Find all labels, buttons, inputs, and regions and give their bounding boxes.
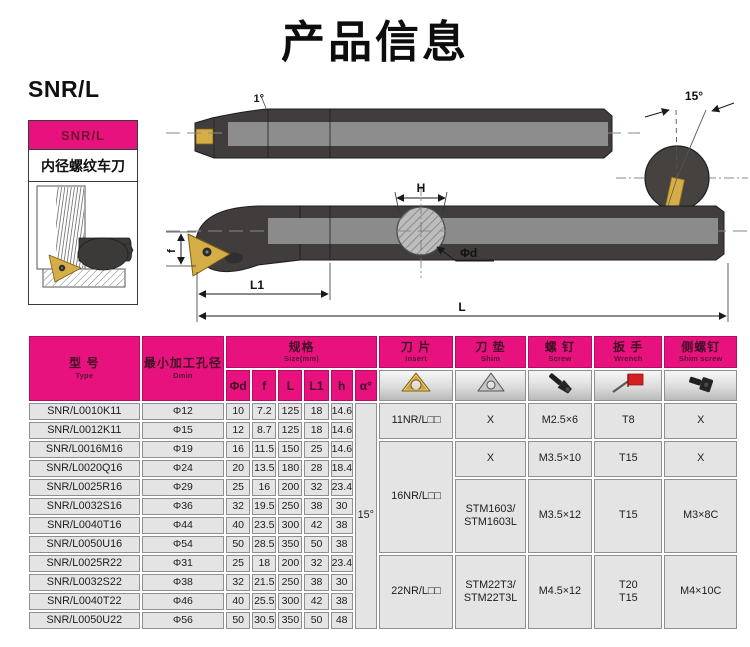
table-row: SNR/L0040T22 Φ46 40 25.5 300 42 38 <box>29 593 737 610</box>
col-header-shimscrew: 侧螺钉 Shim screw <box>664 336 737 368</box>
dmin-cell: Φ12 <box>141 403 225 420</box>
dim-L1-label: L1 <box>250 278 264 292</box>
table-row: SNR/L0020Q16 Φ24 20 13.5 180 28 18.4 <box>29 460 737 477</box>
col-header-size: 规格 Size(mm) <box>226 336 377 368</box>
page-title: 产品信息 <box>281 18 469 67</box>
shim-group-2: X <box>455 441 526 477</box>
model-cell: SNR/L0025R22 <box>29 555 140 572</box>
screw-photo-icon <box>548 373 572 394</box>
model-cell: SNR/L0050U22 <box>29 612 140 629</box>
spec-box: SNR/L 内径螺纹车刀 <box>28 120 138 305</box>
spec-box-model-band: SNR/L <box>29 121 137 150</box>
wrench-group-2: T15 <box>594 441 663 477</box>
insert-group-3: 22NR/L□□ <box>378 555 454 629</box>
table-header-row-2: Φd f L L1 h α° <box>29 370 737 401</box>
insert-group-2: 16NR/L□□ <box>378 441 454 553</box>
angle-15deg-label: 15° <box>685 89 703 103</box>
table-row: SNR/L0016M16 Φ19 16 11.5 150 25 14.6 16N… <box>29 441 737 553</box>
table-row: SNR/L0050U22 Φ56 50 30.5 350 50 48 <box>29 612 737 629</box>
model-cell: SNR/L0032S22 <box>29 574 140 591</box>
spec-box-drawing <box>29 182 137 305</box>
col-header-screw: 螺 钉 Screw <box>527 336 593 368</box>
col-header-h: h <box>330 370 353 401</box>
col-header-dmin: 最小加工孔径 Dmin <box>141 336 225 401</box>
insert-group-1: 11NR/L□□ <box>378 403 454 439</box>
model-cell: SNR/L0050U16 <box>29 536 140 553</box>
model-cell: SNR/L0032S16 <box>29 498 140 515</box>
screw-group-4: M4.5×12 <box>527 555 593 629</box>
bore-cutting-diagram <box>36 185 134 288</box>
col-header-wrench: 扳 手 Wrench <box>594 336 663 368</box>
col-header-alpha: α° <box>354 370 377 401</box>
table-row: SNR/L0040T16 Φ44 40 23.5 300 42 38 <box>29 517 737 534</box>
wrench-group-1: T8 <box>594 403 663 439</box>
dim-f-label: f <box>166 249 178 253</box>
col-header-f: f <box>252 370 277 401</box>
end-view-drawing: 15° <box>616 89 748 226</box>
table-row: SNR/L0025R22 Φ31 25 18 200 32 23.4 22NR/… <box>29 555 737 629</box>
table-row: SNR/L0025R16 Φ29 25 16 200 32 23.4 STM16… <box>29 479 737 553</box>
dim-phid-label: Φd <box>460 246 477 260</box>
spec-box-name-label: 内径螺纹车刀 <box>41 157 125 174</box>
dim-H-label: H <box>417 181 426 195</box>
shim-photo-cell <box>455 370 526 401</box>
spec-box-model-label: SNR/L <box>61 127 105 143</box>
section-heading: SNR/L <box>28 76 100 102</box>
angle-1deg-label: 1° <box>253 93 264 105</box>
shim-group-1: X <box>455 403 526 439</box>
main-view-drawing: H Φd f L1 L <box>166 181 748 322</box>
shim-photo-icon <box>477 372 505 392</box>
shimscrew-group-1: X <box>664 403 737 439</box>
table-header-row-1: 型 号 Type 最小加工孔径 Dmin 规格 Size(mm) 刀 片 Ins… <box>29 336 737 401</box>
model-cell: SNR/L0020Q16 <box>29 460 140 477</box>
col-header-insert: 刀 片 Insert <box>378 336 454 368</box>
col-header-type: 型 号 Type <box>29 336 140 401</box>
spec-table-wrap: 型 号 Type 最小加工孔径 Dmin 规格 Size(mm) 刀 片 Ins… <box>27 334 741 631</box>
model-cell: SNR/L0025R16 <box>29 479 140 496</box>
spec-box-name-band: 内径螺纹车刀 <box>29 150 137 182</box>
alpha-merged-cell: 15° <box>354 403 377 629</box>
insert-photo-icon <box>401 372 431 392</box>
wrench-photo-cell <box>594 370 663 401</box>
shimscrew-photo-icon <box>688 376 713 393</box>
col-header-l: L <box>278 370 303 401</box>
shim-group-3: STM1603/ STM1603L <box>455 479 526 553</box>
shimscrew-photo-cell <box>664 370 737 401</box>
col-header-l1: L1 <box>304 370 329 401</box>
screw-group-1: M2.5×6 <box>527 403 593 439</box>
shimscrew-group-3: M3×8C <box>664 479 737 553</box>
dim-L-label: L <box>458 300 465 314</box>
model-cell: SNR/L0012K11 <box>29 422 140 439</box>
model-cell: SNR/L0040T16 <box>29 517 140 534</box>
model-cell: SNR/L0016M16 <box>29 441 140 458</box>
screw-photo-cell <box>527 370 593 401</box>
wrench-photo-icon <box>612 373 644 393</box>
side-view-drawing: 1° <box>166 93 640 159</box>
shimscrew-group-2: X <box>664 441 737 477</box>
screw-group-3: M3.5×12 <box>527 479 593 553</box>
table-row: SNR/L0010K11 Φ12 10 7.2 125 18 14.6 15° … <box>29 403 737 629</box>
screw-group-2: M3.5×10 <box>527 441 593 477</box>
shimscrew-group-4: M4×10C <box>664 555 737 629</box>
table-row: SNR/L0050U16 Φ54 50 28.5 350 50 38 <box>29 536 737 553</box>
col-header-shim: 刀 垫 Shim <box>455 336 526 368</box>
spec-table: 型 号 Type 最小加工孔径 Dmin 规格 Size(mm) 刀 片 Ins… <box>27 334 739 631</box>
model-cell: SNR/L0040T22 <box>29 593 140 610</box>
shim-group-4: STM22T3/ STM22T3L <box>455 555 526 629</box>
table-row: SNR/L0032S22 Φ38 32 21.5 250 38 30 <box>29 574 737 591</box>
insert-photo-cell <box>378 370 454 401</box>
col-header-phid: Φd <box>226 370 251 401</box>
table-row: SNR/L0012K11 Φ15 12 8.7 125 18 14.6 <box>29 422 737 439</box>
tool-technical-drawings: 1° 15° H Φd <box>166 89 748 322</box>
wrench-group-4: T20 T15 <box>594 555 663 629</box>
table-row: SNR/L0032S16 Φ36 32 19.5 250 38 30 <box>29 498 737 515</box>
wrench-group-3: T15 <box>594 479 663 553</box>
model-cell: SNR/L0010K11 <box>29 403 140 420</box>
